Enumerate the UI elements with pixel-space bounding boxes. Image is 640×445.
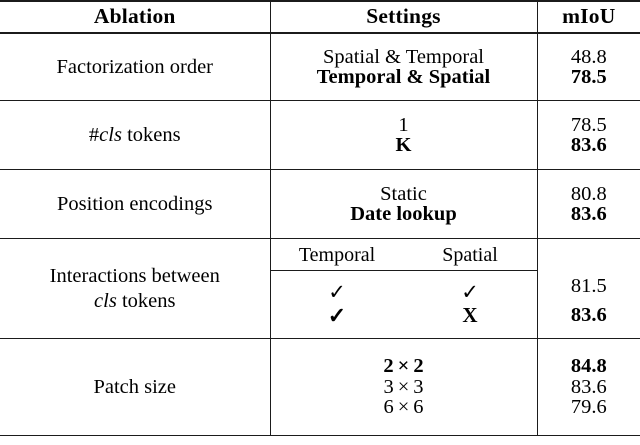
interaction-option-selected: ✓ X	[271, 304, 537, 328]
miou-value: 48.8	[570, 45, 607, 68]
patch-size-option: 6×6	[271, 397, 537, 418]
interaction-option: ✓ ✓	[271, 281, 537, 304]
row-label-italic: cls	[94, 289, 117, 312]
patch-dim-a: 6	[383, 396, 394, 419]
check-icon-spatial: ✓	[461, 280, 479, 305]
column-header-ablation: Ablation	[93, 4, 176, 29]
header-row: Ablation Settings mIoU	[0, 1, 640, 33]
ablation-table: Ablation Settings mIoU Factorization ord…	[0, 1, 640, 436]
patch-dim-a: 2	[383, 355, 394, 378]
row-settings-position-encodings: Static Date lookup	[269, 169, 537, 239]
miou-value: 79.6	[570, 396, 607, 419]
row-label-factorization-order: Factorization order	[56, 55, 214, 78]
patch-size-option: 3×3	[271, 377, 537, 398]
patch-size-option-selected: 2×2	[271, 356, 537, 377]
sub-column-header-temporal: Temporal	[298, 243, 376, 266]
table-row-interactions-cls-tokens: Interactions between cls tokens Temporal…	[0, 238, 640, 339]
row-label-prefix: #	[88, 123, 100, 146]
multiply-icon: ×	[397, 355, 410, 378]
multiply-icon: ×	[397, 375, 410, 398]
cross-icon-spatial: X	[462, 302, 478, 327]
table-row-position-encodings: Position encodings Static Date lookup 80…	[0, 169, 640, 239]
setting-option: Spatial & Temporal	[322, 45, 485, 68]
row-miou-cls-tokens: 78.5 83.6	[536, 100, 640, 170]
miou-value: 80.8	[570, 182, 607, 205]
miou-value: 81.5	[570, 274, 607, 297]
setting-option: Static	[380, 182, 427, 205]
sub-body-rows: ✓ ✓ ✓ X	[271, 271, 537, 338]
patch-dim-b: 2	[413, 355, 424, 378]
column-header-miou: mIoU	[536, 1, 640, 33]
row-settings-factorization-order: Spatial & Temporal Temporal & Spatial	[269, 33, 537, 101]
table-row-factorization-order: Factorization order Spatial & Temporal T…	[0, 33, 640, 101]
setting-option-selected: Temporal & Spatial	[316, 66, 491, 88]
miou-value-best: 84.8	[570, 355, 607, 378]
row-label-suffix: tokens	[121, 123, 181, 146]
miou-value-best: 83.6	[570, 203, 607, 225]
table-row-cls-tokens: #cls tokens 1 K 78.5 83.6	[0, 100, 640, 170]
row-label-interactions-cls-tokens: Interactions between cls tokens	[0, 239, 270, 339]
row-label-position-encodings: Position encodings	[57, 192, 213, 215]
miou-value-best: 83.6	[570, 304, 607, 327]
check-icon-temporal: ✓	[328, 280, 346, 305]
row-label-italic: cls	[99, 123, 122, 146]
patch-dim-b: 3	[413, 375, 424, 398]
row-label-cls-tokens: #cls tokens	[0, 101, 270, 170]
setting-option-selected: Date lookup	[350, 203, 457, 225]
setting-option-selected: K	[395, 134, 412, 156]
row-miou-position-encodings: 80.8 83.6	[536, 169, 640, 239]
patch-dim-b: 6	[413, 396, 424, 419]
table-body: Factorization order Spatial & Temporal T…	[0, 33, 640, 436]
setting-option: 1	[398, 113, 409, 136]
check-icon-temporal: ✓	[327, 302, 347, 328]
row-settings-interactions-cls-tokens: Temporal Spatial ✓ ✓ ✓ X	[269, 238, 537, 339]
row-miou-interactions-cls-tokens: 81.5 83.6	[536, 238, 640, 339]
miou-value-best: 83.6	[570, 134, 607, 156]
row-label-patch-size: Patch size	[93, 375, 177, 398]
multiply-icon: ×	[397, 396, 410, 419]
miou-value: 83.6	[570, 375, 607, 398]
miou-value-best: 78.5	[570, 66, 607, 88]
sub-header-row: Temporal Spatial	[270, 239, 537, 271]
miou-value: 78.5	[570, 113, 607, 136]
patch-dim-a: 3	[383, 375, 394, 398]
row-label-line2-suffix: tokens	[116, 289, 176, 312]
row-settings-patch-size: 2×2 3×3 6×6	[269, 338, 537, 436]
row-miou-patch-size: 84.8 83.6 79.6	[536, 338, 640, 436]
table-row-patch-size: Patch size 2×2 3×3 6×6	[0, 338, 640, 436]
sub-column-header-spatial: Spatial	[442, 243, 498, 266]
row-settings-cls-tokens: 1 K	[269, 100, 537, 170]
row-label-line1: Interactions between	[49, 265, 220, 288]
column-header-settings: Settings	[269, 1, 537, 33]
table-header: Ablation Settings mIoU	[0, 1, 640, 33]
row-miou-factorization-order: 48.8 78.5	[536, 33, 640, 101]
